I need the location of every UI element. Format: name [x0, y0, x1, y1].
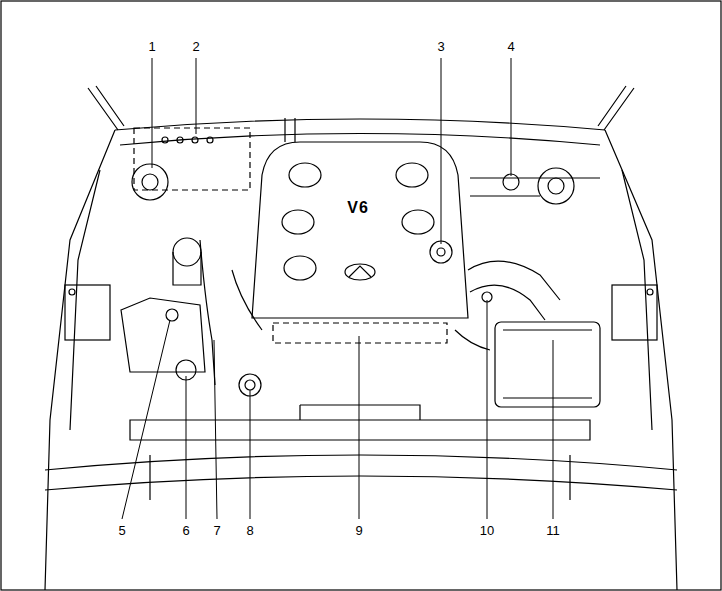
- strut-tower: [132, 164, 168, 200]
- cover-recess: [282, 163, 434, 280]
- bolt: [69, 289, 75, 295]
- radiator-cap: [245, 380, 255, 390]
- hose: [232, 270, 490, 350]
- fender-block: [65, 285, 110, 340]
- fender-block: [612, 285, 657, 340]
- emblem: [345, 264, 375, 280]
- cowl: [120, 134, 600, 146]
- strut-tower: [548, 178, 564, 194]
- battery-terminals: [162, 137, 213, 143]
- component-outline: [273, 323, 447, 343]
- air-filter-box: [495, 322, 600, 407]
- callout-number: 1: [148, 40, 155, 54]
- fender: [45, 130, 115, 590]
- air-filter-box: [503, 330, 592, 398]
- oil-cap: [437, 248, 445, 256]
- reservoir: [173, 252, 201, 285]
- radiator-support: [130, 420, 590, 440]
- callout-number: 2: [192, 40, 199, 54]
- engine-cover: [252, 142, 468, 318]
- reservoir-cap: [503, 174, 519, 190]
- callout-number: 8: [246, 524, 253, 538]
- strut-tower: [538, 168, 574, 204]
- bumper: [45, 455, 677, 470]
- reservoir: [173, 238, 201, 266]
- fuse-box-cap: [166, 309, 178, 321]
- dipstick: [200, 240, 215, 385]
- callout-number: 11: [546, 524, 560, 538]
- battery-outline: [134, 128, 250, 190]
- bumper-bracket: [150, 455, 570, 500]
- strut-tower: [142, 174, 158, 190]
- intake-duct: [468, 261, 560, 320]
- latch: [300, 405, 420, 420]
- callout-number: 6: [182, 524, 189, 538]
- bumper: [45, 476, 677, 490]
- fuse-box: [121, 298, 205, 372]
- callout-number: 5: [118, 524, 125, 538]
- oil-cap: [430, 241, 452, 263]
- fender: [70, 170, 100, 430]
- pipe: [470, 178, 600, 196]
- hood-strut: [88, 86, 124, 130]
- fender: [622, 170, 652, 430]
- emblem: [349, 266, 371, 277]
- callout-number: 9: [355, 524, 362, 538]
- emblem-text: V6: [347, 201, 369, 215]
- callout-number: 7: [213, 524, 220, 538]
- hose: [285, 118, 295, 142]
- bolt: [647, 289, 653, 295]
- callout-number: 10: [480, 524, 494, 538]
- hood-strut: [598, 86, 634, 130]
- callout-number: 4: [507, 40, 514, 54]
- callout-number: 3: [437, 40, 444, 54]
- leader-lines: [122, 58, 553, 519]
- fender: [605, 130, 677, 590]
